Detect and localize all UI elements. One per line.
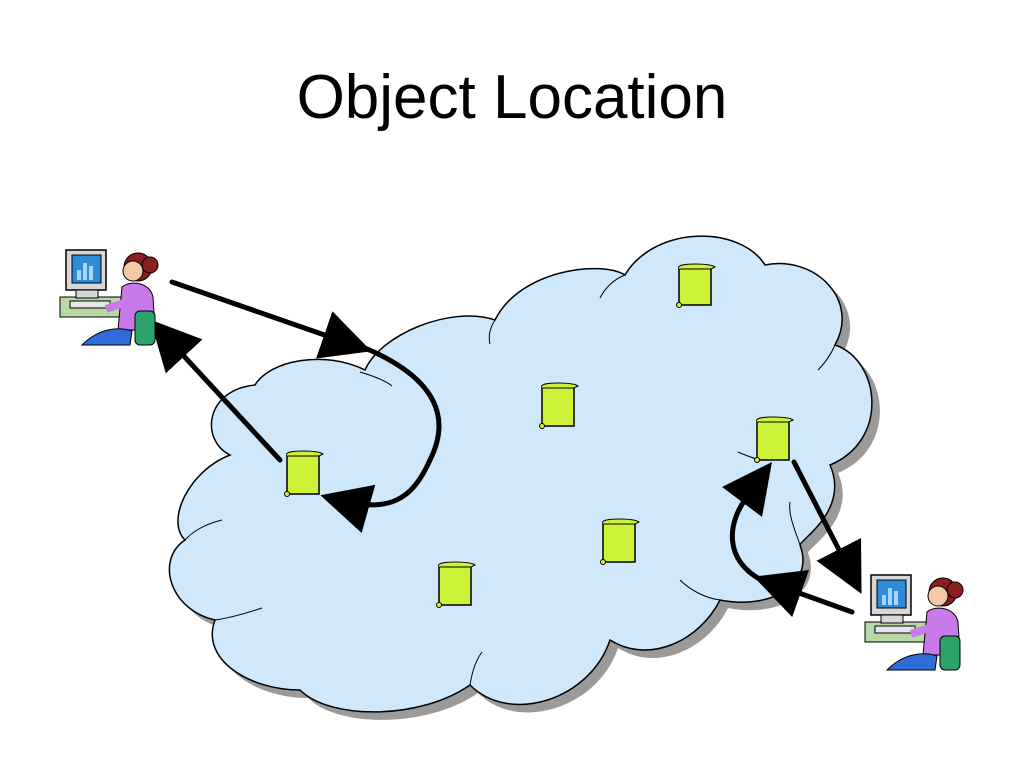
arrow-curve-to-right-object	[722, 461, 772, 585]
network-cloud	[168, 235, 873, 713]
object-scroll-icon	[436, 561, 476, 608]
object-scroll-icon	[284, 450, 324, 497]
arrows	[150, 279, 862, 618]
slide-title: Object Location	[296, 63, 728, 132]
arrow-object-to-right-client	[791, 459, 862, 594]
object-scroll-icon	[539, 382, 579, 429]
object-scroll-icon	[754, 416, 794, 463]
object-scroll-icon	[600, 518, 640, 565]
user-at-computer-icon	[59, 249, 159, 346]
arrow-curve-to-left-object	[320, 345, 442, 533]
arrow-right-client-to-cloud	[753, 570, 855, 618]
object-scroll-icon	[676, 263, 716, 308]
arrow-left-client-to-cloud	[169, 279, 372, 359]
arrow-object-to-left-client	[150, 319, 283, 463]
user-at-computer-icon	[864, 574, 964, 671]
